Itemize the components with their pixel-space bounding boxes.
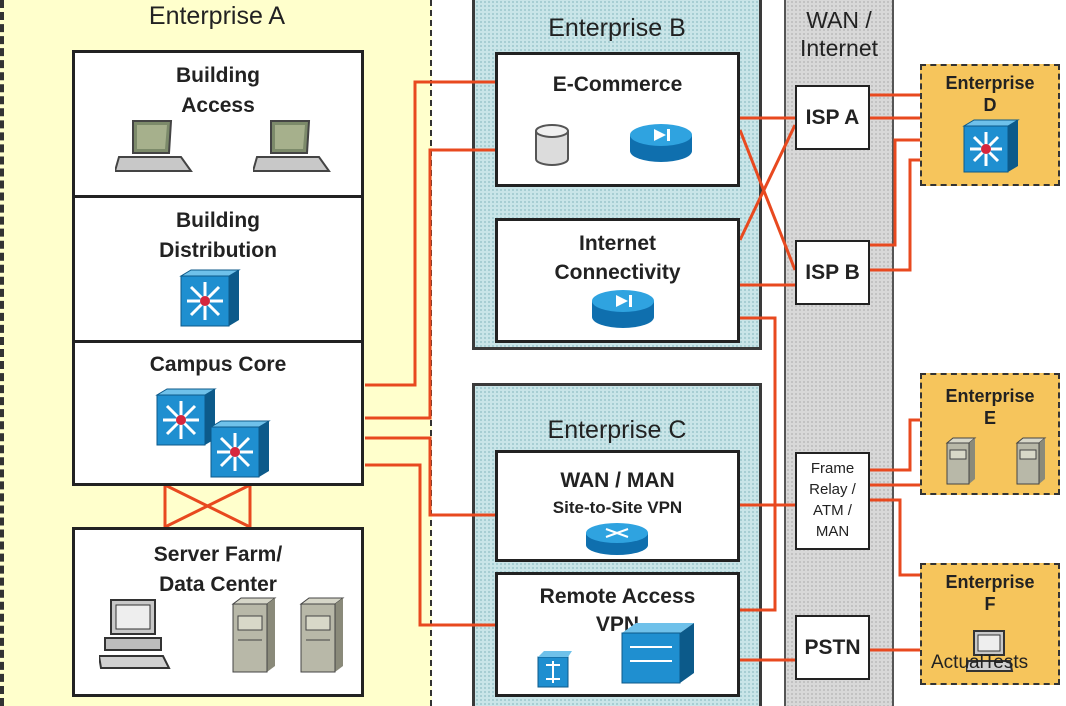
frame-relay-node[interactable]: Frame Relay / ATM / MAN: [795, 452, 870, 550]
database-icon: [535, 124, 569, 166]
wan-man-module[interactable]: WAN / MAN Site-to-Site VPN: [495, 450, 740, 562]
enterprise-e-label: Enterprise E: [945, 386, 1035, 428]
server-icon: [231, 597, 277, 673]
laptop-icon: [253, 120, 331, 172]
enterprise-c-title: Enterprise C: [547, 416, 687, 444]
isp-b-node[interactable]: ISP B: [795, 240, 870, 305]
server-icon: [1015, 437, 1047, 485]
core-switch-icon: [209, 420, 271, 478]
wan-internet-title: WAN / Internet: [800, 7, 878, 61]
pstn-node[interactable]: PSTN: [795, 615, 870, 680]
router-icon: [592, 290, 654, 328]
server-farm-label: Server Farm/ Data Center: [153, 543, 283, 596]
enterprise-b-title: Enterprise B: [548, 14, 686, 42]
enterprise-a-title: Enterprise A: [148, 2, 286, 30]
internet-connectivity-label: Internet Connectivity: [554, 232, 681, 284]
server-icon: [299, 597, 345, 673]
site-to-site-vpn-label: Site-to-Site VPN: [552, 498, 683, 517]
router-icon: [630, 124, 692, 162]
server-icon: [945, 437, 977, 485]
enterprise-f-node[interactable]: Enterprise F: [920, 563, 1060, 685]
multilayer-switch-icon: [179, 269, 241, 327]
vpn-concentrator-icon: [537, 651, 572, 688]
ecommerce-module[interactable]: E-Commerce: [495, 52, 740, 187]
enterprise-d-label: Enterprise D: [945, 73, 1035, 115]
vpn-router-icon: [586, 523, 648, 555]
wan-man-label: WAN / MAN: [560, 469, 675, 492]
workstation-icon: [99, 599, 171, 669]
server-farm-module[interactable]: Server Farm/ Data Center: [72, 527, 364, 697]
remote-access-vpn-label: Remote Access VPN: [539, 585, 696, 636]
building-access-label: Building Access: [176, 64, 260, 117]
laptop-icon: [115, 120, 193, 172]
enterprise-d-node[interactable]: Enterprise D: [920, 64, 1060, 186]
building-distribution-module[interactable]: Building Distribution: [72, 195, 364, 343]
multilayer-switch-icon: [962, 119, 1020, 173]
ecommerce-label: E-Commerce: [552, 73, 683, 96]
remote-access-vpn-module[interactable]: Remote Access VPN: [495, 572, 740, 697]
building-access-module[interactable]: Building Access: [72, 50, 364, 198]
isp-a-node[interactable]: ISP A: [795, 85, 870, 150]
campus-core-module[interactable]: Campus Core: [72, 340, 364, 486]
building-distribution-label: Building Distribution: [159, 209, 277, 262]
firewall-icon: [621, 623, 694, 684]
enterprise-f-label: Enterprise F: [945, 572, 1035, 614]
enterprise-e-node[interactable]: Enterprise E: [920, 373, 1060, 495]
core-switch-icon: [155, 388, 217, 446]
internet-connectivity-module[interactable]: Internet Connectivity: [495, 218, 740, 343]
campus-core-label: Campus Core: [149, 353, 287, 376]
watermark-text: ActualTests: [931, 652, 1029, 673]
workstation-icon: [966, 630, 1014, 672]
